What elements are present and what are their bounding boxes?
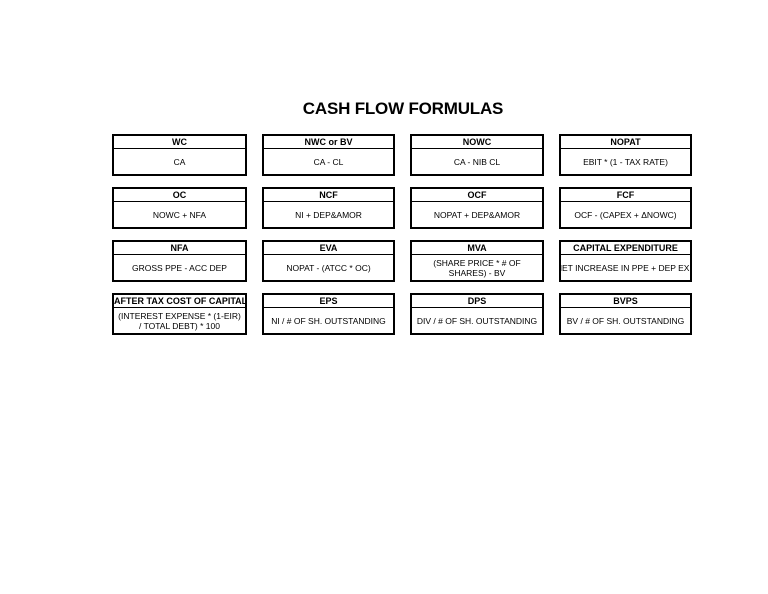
formula-box-nopat: NOPAT EBIT * (1 - TAX RATE) <box>559 134 692 176</box>
formula-name: CAPITAL EXPENDITURE <box>561 242 690 255</box>
formula-box-eva: EVA NOPAT - (ATCC * OC) <box>262 240 395 282</box>
formula-name: OC <box>114 189 245 202</box>
formula-expression: CA - CL <box>313 156 344 167</box>
formula-name: WC <box>114 136 245 149</box>
formula-expression: BV / # OF SH. OUTSTANDING <box>566 315 685 326</box>
formula-name: BVPS <box>561 295 690 308</box>
formula-box-eps: EPS NI / # OF SH. OUTSTANDING <box>262 293 395 335</box>
formula-name: AFTER TAX COST OF CAPITAL <box>114 296 245 308</box>
page-title: CASH FLOW FORMULAS <box>302 99 504 118</box>
formula-box-ocf: OCF NOPAT + DEP&AMOR <box>410 187 544 229</box>
formula-box-nowc: NOWC CA - NIB CL <box>410 134 544 176</box>
formula-name: NCF <box>264 189 393 202</box>
formula-box-dps: DPS DIV / # OF SH. OUTSTANDING <box>410 293 544 335</box>
formula-expression: NOWC + NFA <box>152 209 207 220</box>
formula-name: NWC or BV <box>264 136 393 149</box>
formula-name: NFA <box>114 242 245 255</box>
formula-expression: CA <box>173 156 186 167</box>
formula-name: EPS <box>264 295 393 308</box>
formula-name: MVA <box>412 242 542 255</box>
formula-expression: NOPAT - (ATCC * OC) <box>286 262 371 273</box>
formula-expression: (INTEREST EXPENSE * (1-EIR) / TOTAL DEBT… <box>118 310 241 331</box>
formula-box-bvps: BVPS BV / # OF SH. OUTSTANDING <box>559 293 692 335</box>
formula-expression: NOPAT + DEP&AMOR <box>433 209 521 220</box>
formula-name: NOPAT <box>561 136 690 149</box>
formula-expression: EBIT * (1 - TAX RATE) <box>583 156 668 167</box>
formula-box-mva: MVA (SHARE PRICE * # OF SHARES) - BV <box>410 240 544 282</box>
formula-box-wc: WC CA <box>112 134 247 176</box>
formula-expression: OCF - (CAPEX + ΔNOWC) <box>574 209 677 220</box>
formula-box-nwc: NWC or BV CA - CL <box>262 134 395 176</box>
formula-name: EVA <box>264 242 393 255</box>
formula-expression: NET INCREASE IN PPE + DEP EXP <box>561 262 690 273</box>
formula-box-capex: CAPITAL EXPENDITURE NET INCREASE IN PPE … <box>559 240 692 282</box>
formula-name: OCF <box>412 189 542 202</box>
formula-expression: CA - NIB CL <box>453 156 501 167</box>
formula-expression: (SHARE PRICE * # OF SHARES) - BV <box>433 257 521 278</box>
formula-expression: NI / # OF SH. OUTSTANDING <box>271 315 386 326</box>
formula-name: DPS <box>412 295 542 308</box>
formula-name: FCF <box>561 189 690 202</box>
formula-grid: WC CA NWC or BV CA - CL NOWC CA - NIB CL… <box>112 134 692 335</box>
formula-box-nfa: NFA GROSS PPE - ACC DEP <box>112 240 247 282</box>
formula-box-ncf: NCF NI + DEP&AMOR <box>262 187 395 229</box>
formula-box-fcf: FCF OCF - (CAPEX + ΔNOWC) <box>559 187 692 229</box>
formula-box-atcc: AFTER TAX COST OF CAPITAL (INTEREST EXPE… <box>112 293 247 335</box>
formula-box-oc: OC NOWC + NFA <box>112 187 247 229</box>
formula-expression: NI + DEP&AMOR <box>295 209 362 220</box>
formula-name: NOWC <box>412 136 542 149</box>
formula-expression: DIV / # OF SH. OUTSTANDING <box>416 315 538 326</box>
formula-expression: GROSS PPE - ACC DEP <box>132 262 227 273</box>
